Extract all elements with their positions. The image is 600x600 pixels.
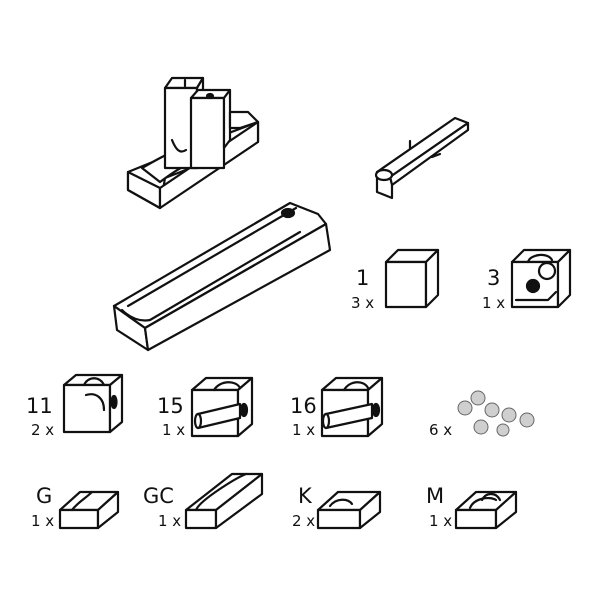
piece-m-drawing	[454, 490, 518, 530]
cube-15-drawing	[190, 376, 254, 438]
part-m-qty: 1 x	[429, 512, 453, 530]
part-11-qty: 2 x	[31, 421, 55, 439]
cube-11-drawing	[62, 373, 124, 434]
rail-piece-drawing	[374, 116, 470, 200]
part-gc-qty: 1 x	[158, 512, 182, 530]
marbles-drawing	[457, 390, 535, 437]
part-k-label: K	[298, 484, 312, 508]
part-g-label: G	[36, 484, 53, 508]
part-3-label: 3	[487, 266, 501, 290]
part-3-qty: 1 x	[482, 294, 506, 312]
part-m-label: M	[426, 484, 445, 508]
part-g-qty: 1 x	[31, 512, 55, 530]
part-gc-label: GC	[143, 484, 174, 508]
tower-piece-drawing	[126, 76, 260, 210]
part-16-qty: 1 x	[292, 421, 316, 439]
piece-k-drawing	[316, 490, 382, 530]
cube-16-drawing	[320, 376, 384, 438]
part-11-label: 11	[26, 394, 53, 418]
part-k-qty: 2 x	[292, 512, 316, 530]
piece-gc-drawing	[184, 472, 264, 530]
piece-g-drawing	[58, 490, 120, 530]
part-1-qty: 3 x	[351, 294, 375, 312]
marbles-qty: 6 x	[429, 421, 453, 439]
part-16-label: 16	[290, 394, 317, 418]
part-15-qty: 1 x	[162, 421, 186, 439]
part-1-label: 1	[356, 266, 370, 290]
cube-3-drawing	[510, 248, 572, 309]
part-15-label: 15	[157, 394, 184, 418]
cube-1-drawing	[384, 248, 440, 309]
long-chute-drawing	[112, 201, 332, 352]
